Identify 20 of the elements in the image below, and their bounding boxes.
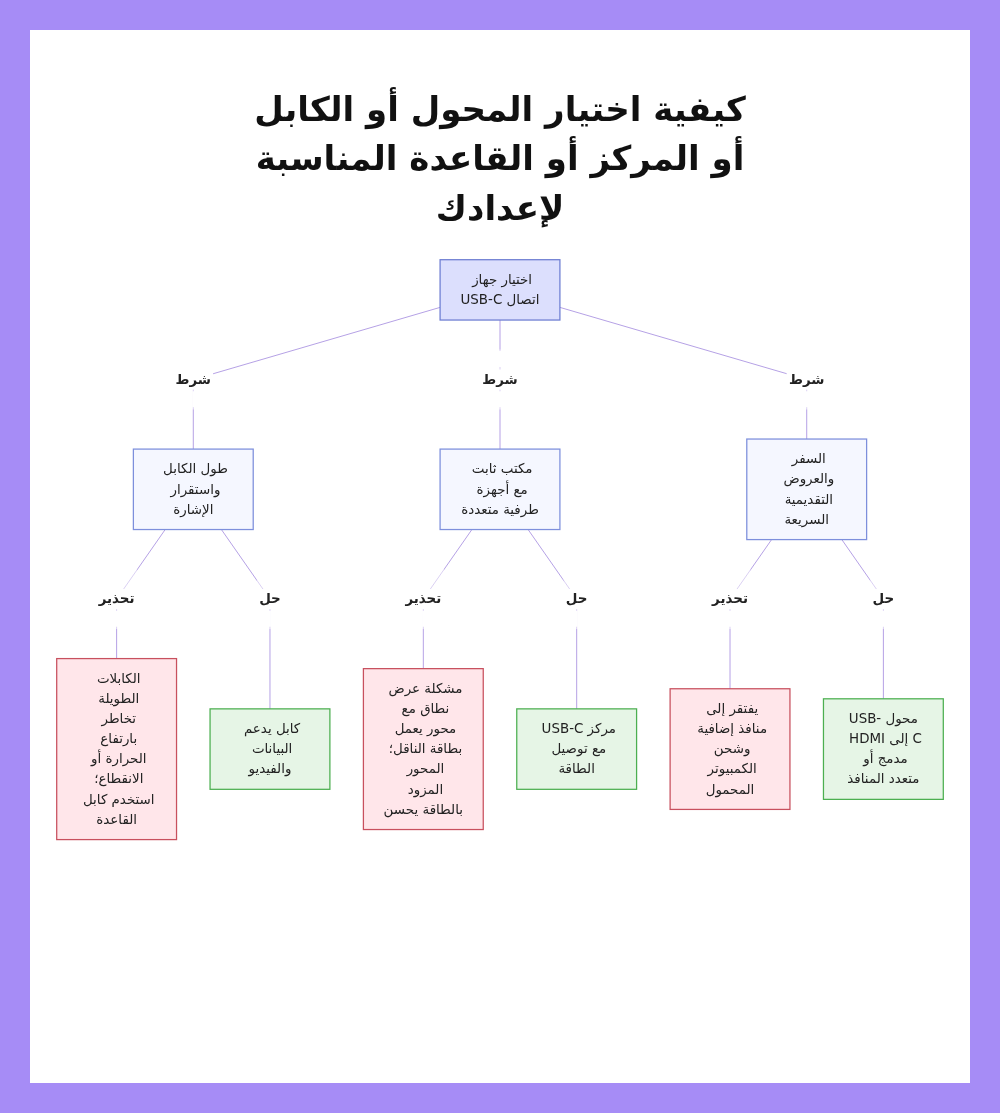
node-box: اختيار جهاز اتصال USB-C: [439, 258, 561, 321]
node-box: مركز USB-C مع توصيل الطاقة: [516, 708, 638, 790]
edge-label: تحذير: [98, 590, 135, 607]
node-box: محول USB-C إلى HDMI مدمج أو متعدد المنافذ: [822, 698, 944, 800]
edge-label: شرط: [788, 371, 825, 387]
edge-label: حل: [259, 590, 281, 607]
edge-label: حل: [872, 590, 895, 607]
node-box: السفر والعروض التقديمية السريعة: [746, 438, 868, 541]
node-box: طول الكابل واستقرار الإشارة: [132, 448, 254, 531]
edge-label: شرط: [175, 371, 212, 387]
node-box: يفتقر إلى منافذ إضافية وشحن الكمبيوتر المحمول: [669, 688, 791, 810]
edge-label: تحذير: [712, 590, 748, 607]
edge-label: حل: [565, 590, 588, 607]
edge-label: تحذير: [405, 590, 442, 607]
node-box: كابل يدعم البيانات والفيديو: [209, 708, 331, 790]
node-box: الكابلات الطويلة تخاطر بارتفاع الحرارة أو الانقطاع؛ استخدم كابل القاعدة: [56, 657, 178, 841]
edge-label: شرط: [482, 371, 518, 387]
node-box: مكتب ثابت مع أجهزة طرفية متعددة: [439, 448, 561, 531]
diagram-title: كيفية اختيار المحول أو الكابل أو المركز أو القاعدة المناسبة لإعدادك: [253, 86, 747, 230]
node-box: مشكلة عرض نطاق مع محور يعمل بطاقة الناقل؛ المحور المزود بالطاقة يحسن: [362, 667, 484, 831]
